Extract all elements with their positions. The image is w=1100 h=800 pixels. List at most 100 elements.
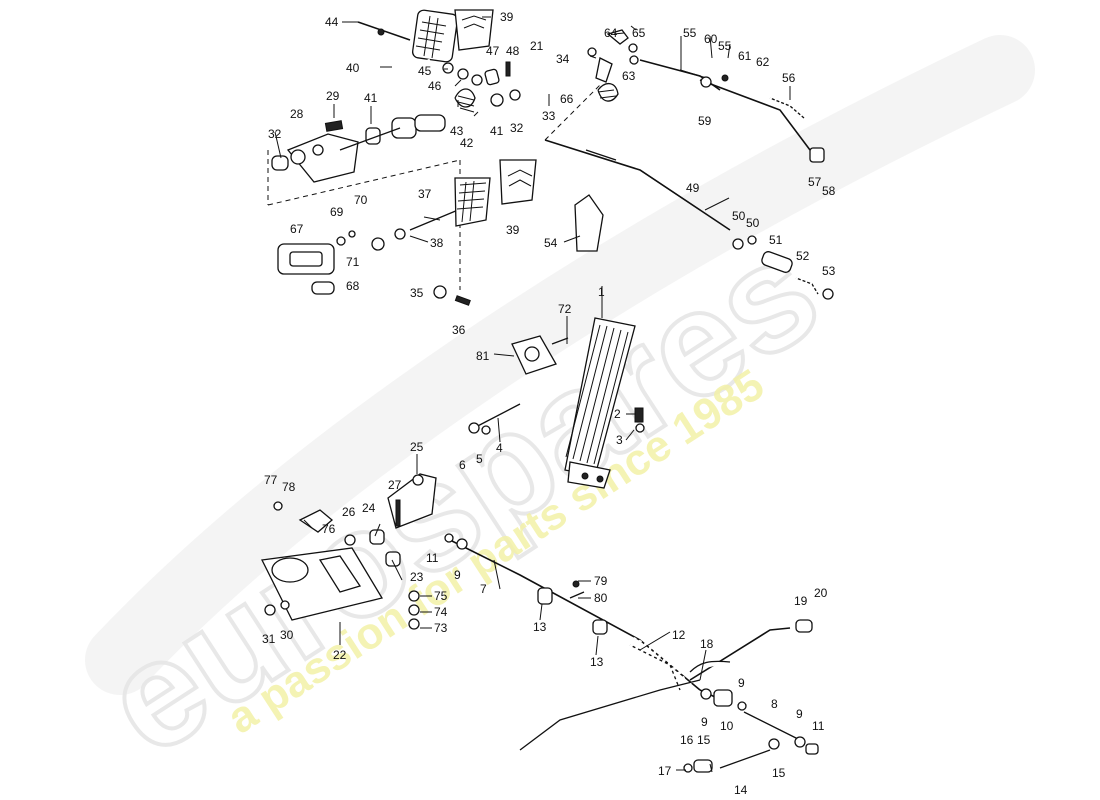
callout-74: 74 — [434, 605, 448, 619]
callout-18: 18 — [700, 637, 714, 651]
callout-16: 16 — [680, 733, 694, 747]
callout-21: 21 — [530, 39, 544, 53]
callout-29: 29 — [326, 89, 340, 103]
callout-23: 23 — [410, 570, 424, 584]
callout-41: 41 — [364, 91, 378, 105]
callout-31: 31 — [262, 632, 276, 646]
callout-7: 7 — [480, 582, 487, 596]
callout-78: 78 — [282, 480, 296, 494]
callout-56: 56 — [782, 71, 796, 85]
callout-39: 39 — [500, 10, 514, 24]
callout-11b: 11 — [812, 719, 825, 733]
pedal-pad-39 — [454, 9, 494, 51]
callout-27: 27 — [388, 478, 402, 492]
callout-70: 70 — [354, 193, 368, 207]
callout-11: 11 — [426, 551, 439, 565]
callout-47: 47 — [486, 44, 500, 58]
callout-19: 19 — [794, 594, 808, 608]
callout-34: 34 — [556, 52, 570, 66]
callout-66: 66 — [560, 92, 574, 106]
callout-61: 61 — [738, 49, 752, 63]
callout-32b: 32 — [268, 127, 282, 141]
callout-48: 48 — [506, 44, 520, 58]
callout-3: 3 — [616, 433, 623, 447]
callout-40: 40 — [346, 61, 360, 75]
callout-9c: 9 — [738, 676, 745, 690]
callout-38: 38 — [430, 236, 444, 250]
pedal-pad-37 — [454, 177, 491, 227]
callout-71: 71 — [346, 255, 360, 269]
callout-22: 22 — [333, 648, 347, 662]
callout-1: 1 — [598, 285, 605, 299]
callout-25: 25 — [410, 440, 424, 454]
callout-12: 12 — [672, 628, 686, 642]
callout-53: 53 — [822, 264, 836, 278]
callout-9: 9 — [454, 568, 461, 582]
callout-73: 73 — [434, 621, 448, 635]
callout-33: 33 — [542, 109, 556, 123]
callout-50b: 50 — [746, 216, 760, 230]
callout-13: 13 — [533, 620, 547, 634]
callout-24: 24 — [362, 501, 376, 515]
callout-15b: 15 — [772, 766, 786, 780]
callout-45: 45 — [418, 64, 432, 78]
callout-69: 69 — [330, 205, 344, 219]
callout-28: 28 — [290, 107, 304, 121]
callout-58: 58 — [822, 184, 836, 198]
callout-5: 5 — [476, 452, 483, 466]
callout-80: 80 — [594, 591, 608, 605]
callout-36: 36 — [452, 323, 466, 337]
callout-59: 59 — [698, 114, 712, 128]
callout-52: 52 — [796, 249, 810, 263]
callout-41b: 41 — [490, 124, 504, 138]
callout-9b: 9 — [701, 715, 708, 729]
callout-8: 8 — [771, 697, 778, 711]
callout-42: 42 — [460, 136, 474, 150]
callout-35: 35 — [410, 286, 424, 300]
callout-14: 14 — [734, 783, 748, 797]
callout-67: 67 — [290, 222, 304, 236]
callout-60: 60 — [704, 32, 718, 46]
callout-43: 43 — [450, 124, 464, 138]
bracket-54 — [574, 194, 604, 252]
callout-64: 64 — [604, 26, 618, 40]
callout-55: 55 — [683, 26, 697, 40]
pedal-housing-28 — [286, 133, 359, 183]
callout-75: 75 — [434, 589, 448, 603]
part-drawings — [261, 9, 834, 773]
callout-44: 44 — [325, 15, 339, 29]
callout-4: 4 — [496, 441, 503, 455]
callout-26: 26 — [342, 505, 356, 519]
callout-51: 51 — [769, 233, 783, 247]
callout-76: 76 — [322, 522, 336, 536]
callout-55b: 55 — [718, 39, 732, 53]
callout-57: 57 — [808, 175, 822, 189]
callout-6: 6 — [459, 458, 466, 472]
callout-labels: 44 39 47 48 21 64 65 55 60 55 61 62 56 4… — [262, 10, 836, 797]
callout-50: 50 — [732, 209, 746, 223]
callout-17: 17 — [658, 764, 672, 778]
callout-10: 10 — [720, 719, 734, 733]
callout-68: 68 — [346, 279, 360, 293]
callout-39b: 39 — [506, 223, 520, 237]
callout-9d: 9 — [796, 707, 803, 721]
callout-2: 2 — [614, 407, 621, 421]
callout-54: 54 — [544, 236, 558, 250]
callout-72: 72 — [558, 302, 572, 316]
callout-79: 79 — [594, 574, 608, 588]
callout-13b: 13 — [590, 655, 604, 669]
callout-15: 15 — [697, 733, 711, 747]
callout-37: 37 — [418, 187, 432, 201]
watermark: eurospares a passion for parts since 198… — [74, 35, 1035, 789]
leader-lines — [274, 16, 791, 773]
callout-63: 63 — [622, 69, 636, 83]
callout-77: 77 — [264, 473, 278, 487]
callout-65: 65 — [632, 26, 646, 40]
callout-62: 62 — [756, 55, 770, 69]
pedal-pad-39b — [499, 159, 537, 205]
callout-20: 20 — [814, 586, 828, 600]
callout-81: 81 — [476, 349, 490, 363]
callout-49: 49 — [686, 181, 700, 195]
callout-46: 46 — [428, 79, 442, 93]
